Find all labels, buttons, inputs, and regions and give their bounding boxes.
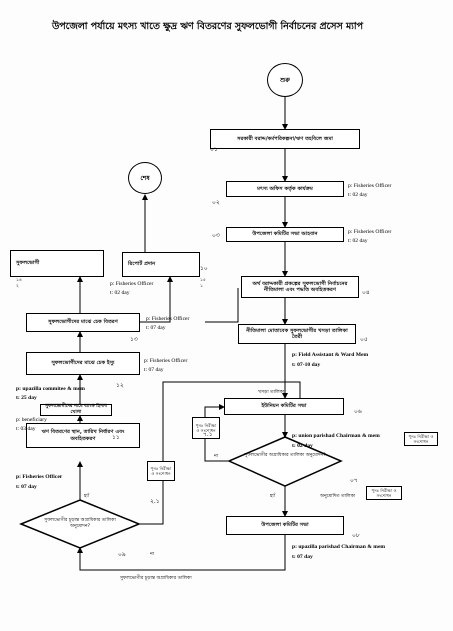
end-node: শেষ [128,162,162,194]
annotation-08-role: p: upazilla parishad Chairman & mem [292,544,386,550]
step-05-box: নীতিমালা মোতাবেক সুফলভোগীর খসড়া তালিকা … [238,324,356,344]
decision-09-shape [19,499,141,549]
edge-label-draft-list: খসড়া তালিকা [258,390,285,395]
annotation-12-role: p: upazilla commitee & mem [16,386,85,392]
step-number-11: ১১ [112,434,120,441]
step-number-13: ১৩ [130,336,138,343]
annotation-05-role: p: Field Assistant & Ward Mem [292,352,369,358]
decision-09-label: সুফলভোগীর চূড়ান্ত অগ্রাধিকার তালিকা অনু… [44,518,116,529]
edge-08-09 [77,535,286,571]
step-number-01: ০১ [210,146,218,153]
annotation-06-time: t: 02 day [292,443,313,449]
step-03-box: উপজেলা কমিটির সভা আহবান [226,227,344,242]
recheck-box-b: পুনঃ নিরীক্ষা ও সংশোধন [147,461,175,481]
step-01-box: সরকারী বরাদ্দ/কর্মপরিকল্পনা/ঋণ তহবিলে জম… [210,129,360,149]
decision-07-shape [227,436,343,487]
annotation-13-role: p: Fisheries Officer [144,358,188,364]
step-number-10: ১০ [200,265,208,272]
step-number-08: ০৮ [352,532,360,539]
step-number-09: ০৯ [118,551,126,558]
annotation-08-time: t: 07 day [292,554,313,560]
annotation-10-time: t: 07 day [16,484,37,490]
annotation-11-role: p: beneficiary [16,417,47,423]
step-number-12: ১২ [116,382,124,389]
step-number-06: ০৬ [354,408,362,415]
recheck-box-d: পুনঃ নিরীক্ষা ও সংশোধন [366,486,402,500]
step-02-box: মৎস্য অফিস কর্তৃক কার্যক্রম [226,181,344,197]
step-13-box: সুফলভোগীদের মাঝে চেক বিতরণ [26,313,140,332]
step-number-04: ০৪ [362,289,370,296]
edge-label-yes-09: হ্যাঁ [84,494,90,499]
corner-number-14-bottom: ২ [16,283,19,289]
edge-label-approved-list: অনুমোদিত তালিকা [320,494,356,499]
annotation-13b-time: t: 07 day [146,325,166,331]
edge-09-recheck [139,381,301,525]
step-number-71: ৭.১ [203,431,213,438]
annotation-06-role: p: union parishad Chairman & mem [292,433,380,439]
annotation-05-time: t: 07-10 day [292,362,321,368]
annotation-12-time: t: 25 day [16,395,37,401]
corner-number-15: ১৫ ১ [200,278,206,290]
annotation-15-time: t: 02 day [110,290,130,296]
edge-label-final-list: সুফলভোগীর চূড়ান্ত অগ্রাধিকার তালিকা [120,576,192,581]
step-06-box: ইউনিয়ন কমিটির সভা [224,398,344,415]
recheck-box-c: পুনঃ নিরীক্ষা ও সংশোধন [404,432,438,446]
edge-label-yes-07: হ্যাঁ [270,494,276,499]
start-node: শুরু [267,63,303,97]
step-12-box: সুফলভোগীদের মাঝে চেক ইস্যু [26,352,140,375]
step-number-21: ২.১ [150,498,160,505]
step-number-05: ০৫ [360,336,368,343]
annotation-13b-role: p: Fisheries Officer [146,316,190,322]
annotation-03-time: t: 02 day [348,238,368,244]
page-title: উপজেলা পর্যায়ে মৎস্য খাতে ক্ষুদ্র ঋণ বি… [52,21,363,32]
corner-number-14: ১৪ ২ [16,278,22,290]
annotation-02-role: p: Fisheries Officer [348,183,392,189]
step-10-box: ঋণ বিতরণের স্থান, তারিখ নির্ধারণ এবং অবহ… [26,423,140,448]
recheck-box-a: পুনঃ নিরীক্ষা ও সংশোধন [192,417,220,439]
edge-label-no-09: না [150,552,155,557]
step-08-box: উপজেলা কমিটির সভা [226,516,344,535]
annotation-03-role: p: Fisheries Officer [348,229,392,235]
step-number-07: ০৭ [350,477,358,484]
corner-number-14-top: ১৪ [16,278,22,283]
annotation-15-role: p: Fisheries Officer [110,281,154,287]
step-11-box: সুফলভোগীদের নামে ব্যাংক হিসাব খোলা [40,404,112,416]
annotation-10-role: p: Fisheries Officer [16,474,63,480]
edge-13-15 [140,276,173,323]
corner-number-15-bottom: ১ [200,283,203,289]
edge-13-side [205,288,239,323]
step-number-03: ০৩ [212,232,220,239]
annotation-02-time: t: 02 day [348,192,368,198]
step-number-02: ০২ [212,199,220,206]
decision-07-label: সুফলভোগীর অগ্রাধিকার তালিকা অনুমোদন? [244,453,326,458]
annotation-13-time: t: 07 day [144,367,164,373]
step-14-box: সুফলভোগী [10,250,104,277]
edge-label-no-07: না [214,454,219,459]
step-15-box: রিপোর্ট প্রদান [122,252,200,277]
step-04-box: অর্থ বরাদ্দকারী প্রকল্পের সুফলভোগী নির্ব… [241,276,359,298]
annotation-11-time: t: 03 day [16,426,36,432]
corner-number-15-top: ১৫ [200,278,206,283]
